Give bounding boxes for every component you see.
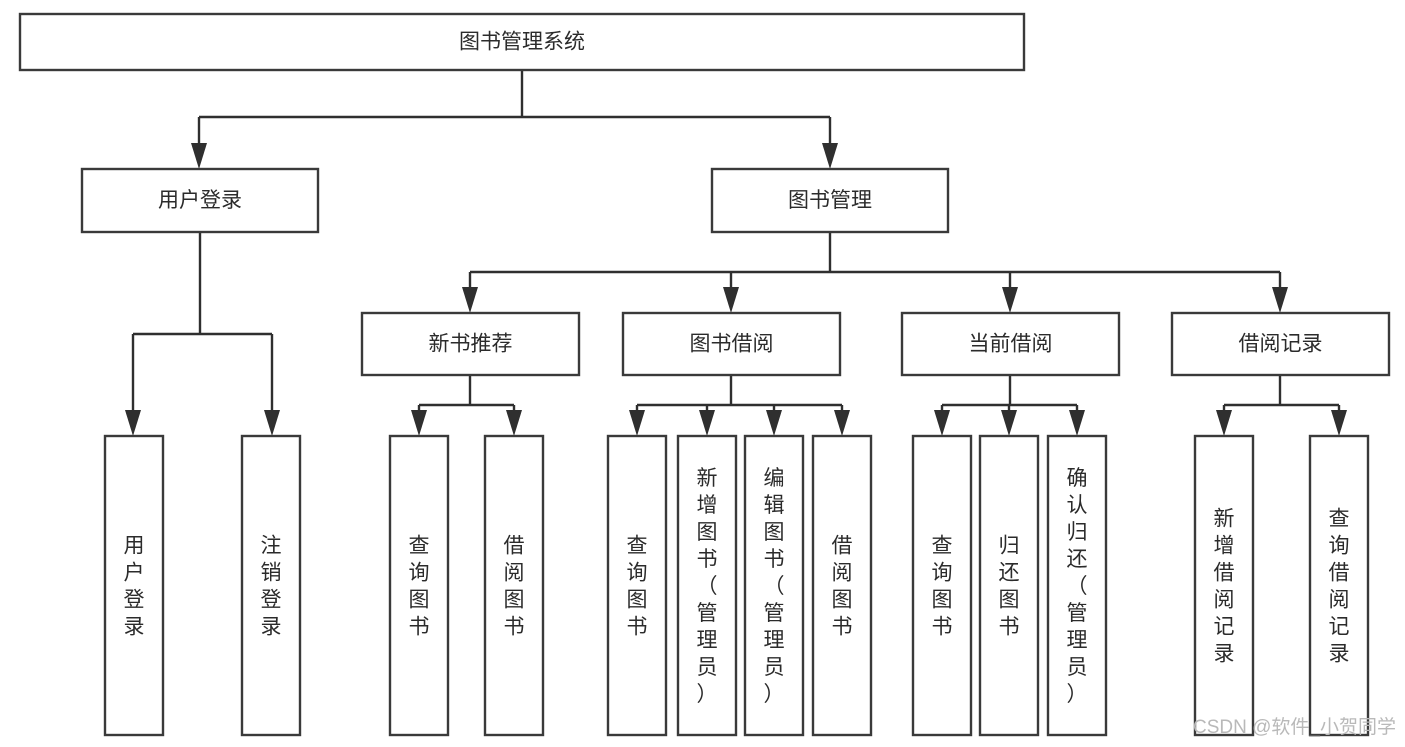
node-leaf-add-book-admin-label: 新增图书（管理员） bbox=[697, 467, 718, 706]
arrowhead-icon bbox=[629, 410, 645, 436]
node-leaf-add-book-admin[interactable]: 新增图书（管理员） bbox=[676, 434, 738, 737]
node-leaf-add-book-admin-box[interactable] bbox=[676, 434, 738, 737]
node-leaf-add-borrow-record-label: 新增借阅记录 bbox=[1214, 508, 1235, 666]
node-leaf-query-book-current[interactable]: 查询图书 bbox=[911, 434, 973, 737]
arrowhead-icon bbox=[1002, 287, 1018, 313]
connector-current-borrow bbox=[934, 375, 1085, 436]
node-leaf-add-borrow-record-box[interactable] bbox=[1193, 434, 1255, 737]
node-leaf-borrow-book-label: 借阅图书 bbox=[832, 535, 853, 639]
node-leaf-confirm-return-admin-box[interactable] bbox=[1046, 434, 1108, 737]
node-leaf-return-book-box[interactable] bbox=[978, 434, 1040, 737]
arrowhead-icon bbox=[934, 410, 950, 436]
node-leaf-query-borrow-record[interactable]: 查询借阅记录 bbox=[1308, 434, 1370, 737]
node-leaf-query-borrow-record-label: 查询借阅记录 bbox=[1329, 508, 1350, 666]
node-current-borrow-box[interactable] bbox=[900, 311, 1121, 377]
arrowhead-icon bbox=[1216, 410, 1232, 436]
node-leaf-logout-login-box[interactable] bbox=[240, 434, 302, 737]
arrowhead-icon bbox=[723, 287, 739, 313]
node-book-management-label: 图书管理 bbox=[788, 189, 872, 212]
node-leaf-query-book-current-label: 查询图书 bbox=[932, 535, 953, 639]
connector-book-management bbox=[462, 232, 1288, 313]
node-leaf-query-book-rec[interactable]: 查询图书 bbox=[388, 434, 450, 737]
node-leaf-logout-login-label: 注销登录 bbox=[261, 535, 282, 639]
node-root-box[interactable] bbox=[18, 12, 1026, 72]
node-user-login-label: 用户登录 bbox=[158, 189, 242, 212]
node-leaf-query-borrow-record-box[interactable] bbox=[1308, 434, 1370, 737]
node-book-borrow[interactable]: 图书借阅 bbox=[621, 311, 842, 377]
arrowhead-icon bbox=[411, 410, 427, 436]
node-leaf-query-book-current-box[interactable] bbox=[911, 434, 973, 737]
node-leaf-query-book-borrow[interactable]: 查询图书 bbox=[606, 434, 668, 737]
node-book-borrow-box[interactable] bbox=[621, 311, 842, 377]
connector-book-borrow bbox=[629, 375, 850, 436]
node-book-management-box[interactable] bbox=[710, 167, 950, 234]
arrowhead-icon bbox=[699, 410, 715, 436]
node-leaf-confirm-return-admin[interactable]: 确认归还（管理员） bbox=[1046, 434, 1108, 737]
node-leaf-query-book-borrow-box[interactable] bbox=[606, 434, 668, 737]
arrowhead-icon bbox=[766, 410, 782, 436]
node-leaf-query-book-borrow-label: 查询图书 bbox=[627, 535, 648, 639]
node-borrow-record-label: 借阅记录 bbox=[1239, 333, 1323, 356]
connector-root bbox=[191, 70, 838, 169]
arrowhead-icon bbox=[462, 287, 478, 313]
arrowhead-icon bbox=[1272, 287, 1288, 313]
node-leaf-user-login-box[interactable] bbox=[103, 434, 165, 737]
node-leaf-user-login-label: 用户登录 bbox=[124, 535, 145, 639]
node-leaf-borrow-book[interactable]: 借阅图书 bbox=[811, 434, 873, 737]
connector-new-book-recommend bbox=[411, 375, 522, 436]
node-leaf-borrow-book-rec-box[interactable] bbox=[483, 434, 545, 737]
arrowhead-icon bbox=[191, 143, 207, 169]
arrowhead-icon bbox=[264, 410, 280, 436]
node-root-label: 图书管理系统 bbox=[459, 31, 585, 54]
csdn-watermark: CSDN @软件_小贺同学 bbox=[1193, 716, 1396, 738]
arrowhead-icon bbox=[1069, 410, 1085, 436]
node-leaf-logout-login[interactable]: 注销登录 bbox=[240, 434, 302, 737]
connector-user-login bbox=[125, 232, 280, 436]
node-book-borrow-label: 图书借阅 bbox=[690, 333, 774, 356]
node-leaf-borrow-book-box[interactable] bbox=[811, 434, 873, 737]
node-book-management[interactable]: 图书管理 bbox=[710, 167, 950, 234]
node-user-login-box[interactable] bbox=[80, 167, 320, 234]
arrowhead-icon bbox=[506, 410, 522, 436]
node-leaf-add-borrow-record[interactable]: 新增借阅记录 bbox=[1193, 434, 1255, 737]
arrowhead-icon bbox=[125, 410, 141, 436]
node-leaf-edit-book-admin-box[interactable] bbox=[743, 434, 805, 737]
node-leaf-edit-book-admin[interactable]: 编辑图书（管理员） bbox=[743, 434, 805, 737]
node-new-book-recommend-box[interactable] bbox=[360, 311, 581, 377]
arrowhead-icon bbox=[1331, 410, 1347, 436]
node-leaf-confirm-return-admin-label: 确认归还（管理员） bbox=[1067, 467, 1088, 706]
node-root[interactable]: 图书管理系统 bbox=[18, 12, 1026, 72]
node-leaf-edit-book-admin-label: 编辑图书（管理员） bbox=[764, 467, 785, 706]
node-leaf-query-book-rec-label: 查询图书 bbox=[409, 535, 430, 639]
node-leaf-borrow-book-rec-label: 借阅图书 bbox=[504, 535, 525, 639]
node-leaf-return-book[interactable]: 归还图书 bbox=[978, 434, 1040, 737]
node-leaf-user-login[interactable]: 用户登录 bbox=[103, 434, 165, 737]
node-leaf-query-book-rec-box[interactable] bbox=[388, 434, 450, 737]
node-borrow-record-box[interactable] bbox=[1170, 311, 1391, 377]
node-user-login[interactable]: 用户登录 bbox=[80, 167, 320, 234]
node-leaf-borrow-book-rec[interactable]: 借阅图书 bbox=[483, 434, 545, 737]
node-new-book-recommend-label: 新书推荐 bbox=[429, 333, 513, 356]
node-new-book-recommend[interactable]: 新书推荐 bbox=[360, 311, 581, 377]
nodes-layer: 图书管理系统用户登录图书管理新书推荐图书借阅当前借阅借阅记录用户登录注销登录查询… bbox=[18, 12, 1391, 737]
node-current-borrow[interactable]: 当前借阅 bbox=[900, 311, 1121, 377]
arrowhead-icon bbox=[834, 410, 850, 436]
arrowhead-icon bbox=[822, 143, 838, 169]
node-borrow-record[interactable]: 借阅记录 bbox=[1170, 311, 1391, 377]
edges-layer bbox=[125, 70, 1347, 436]
connector-borrow-record bbox=[1216, 375, 1347, 436]
node-leaf-return-book-label: 归还图书 bbox=[999, 535, 1020, 639]
arrowhead-icon bbox=[1001, 410, 1017, 436]
node-current-borrow-label: 当前借阅 bbox=[969, 333, 1053, 356]
